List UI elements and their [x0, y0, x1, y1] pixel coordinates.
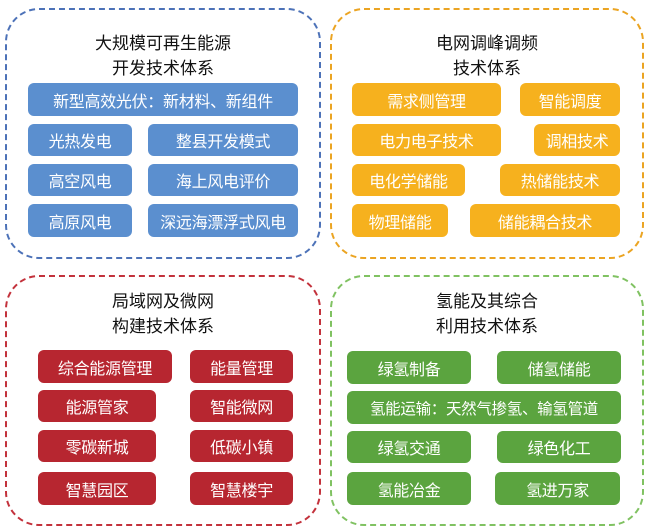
tech-item: 绿氢交通: [347, 431, 471, 463]
panel-title: 构建技术体系: [112, 317, 214, 337]
tech-item: 零碳新城: [38, 430, 156, 462]
panel-title: 大规模可再生能源: [95, 34, 231, 54]
panel-hydrogen: 氢能及其综合 利用技术体系: [330, 275, 644, 526]
tech-item: 热储能技术: [500, 164, 620, 196]
tech-item: 绿氢制备: [347, 351, 471, 384]
tech-item: 电力电子技术: [352, 124, 501, 156]
tech-item: 能量管理: [190, 350, 293, 383]
tech-item: 智能调度: [520, 83, 620, 116]
panel-renewable: 大规模可再生能源 开发技术体系: [5, 8, 321, 259]
tech-item: 氢能冶金: [347, 472, 471, 505]
tech-item: 新型高效光伏：新材料、新组件: [28, 83, 298, 116]
tech-item: 光热发电: [28, 124, 132, 156]
tech-item: 电化学储能: [352, 164, 465, 196]
tech-item: 储能耦合技术: [470, 204, 620, 237]
tech-item: 高空风电: [28, 164, 132, 196]
panel-title: 氢能及其综合: [436, 292, 538, 312]
tech-item: 智慧楼宇: [190, 472, 293, 505]
tech-item: 储氢储能: [497, 351, 621, 384]
tech-item: 海上风电评价: [148, 164, 298, 196]
tech-item: 综合能源管理: [38, 350, 172, 383]
panel-title: 电网调峰调频: [436, 34, 538, 54]
tech-item: 氢能运输：天然气掺氢、输氢管道: [347, 391, 621, 424]
tech-item: 高原风电: [28, 204, 132, 237]
tech-item: 智能微网: [190, 390, 293, 422]
tech-item: 绿色化工: [497, 431, 621, 463]
panel-title: 开发技术体系: [112, 59, 214, 79]
panel-title: 利用技术体系: [436, 317, 538, 337]
tech-item: 调相技术: [534, 124, 620, 156]
panel-title: 局域网及微网: [112, 292, 214, 312]
tech-item: 低碳小镇: [190, 430, 293, 462]
tech-item: 整县开发模式: [148, 124, 298, 156]
panel-title: 技术体系: [453, 59, 521, 79]
panel-microgrid: 局域网及微网 构建技术体系: [5, 275, 321, 526]
tech-item: 需求侧管理: [352, 83, 501, 116]
tech-item: 氢进万家: [495, 472, 620, 505]
panel-grid-regulation: 电网调峰调频 技术体系: [330, 8, 644, 259]
tech-item: 物理储能: [352, 204, 448, 237]
tech-item: 智慧园区: [38, 472, 156, 505]
tech-item: 能源管家: [38, 390, 156, 422]
tech-item: 深远海漂浮式风电: [148, 204, 298, 237]
